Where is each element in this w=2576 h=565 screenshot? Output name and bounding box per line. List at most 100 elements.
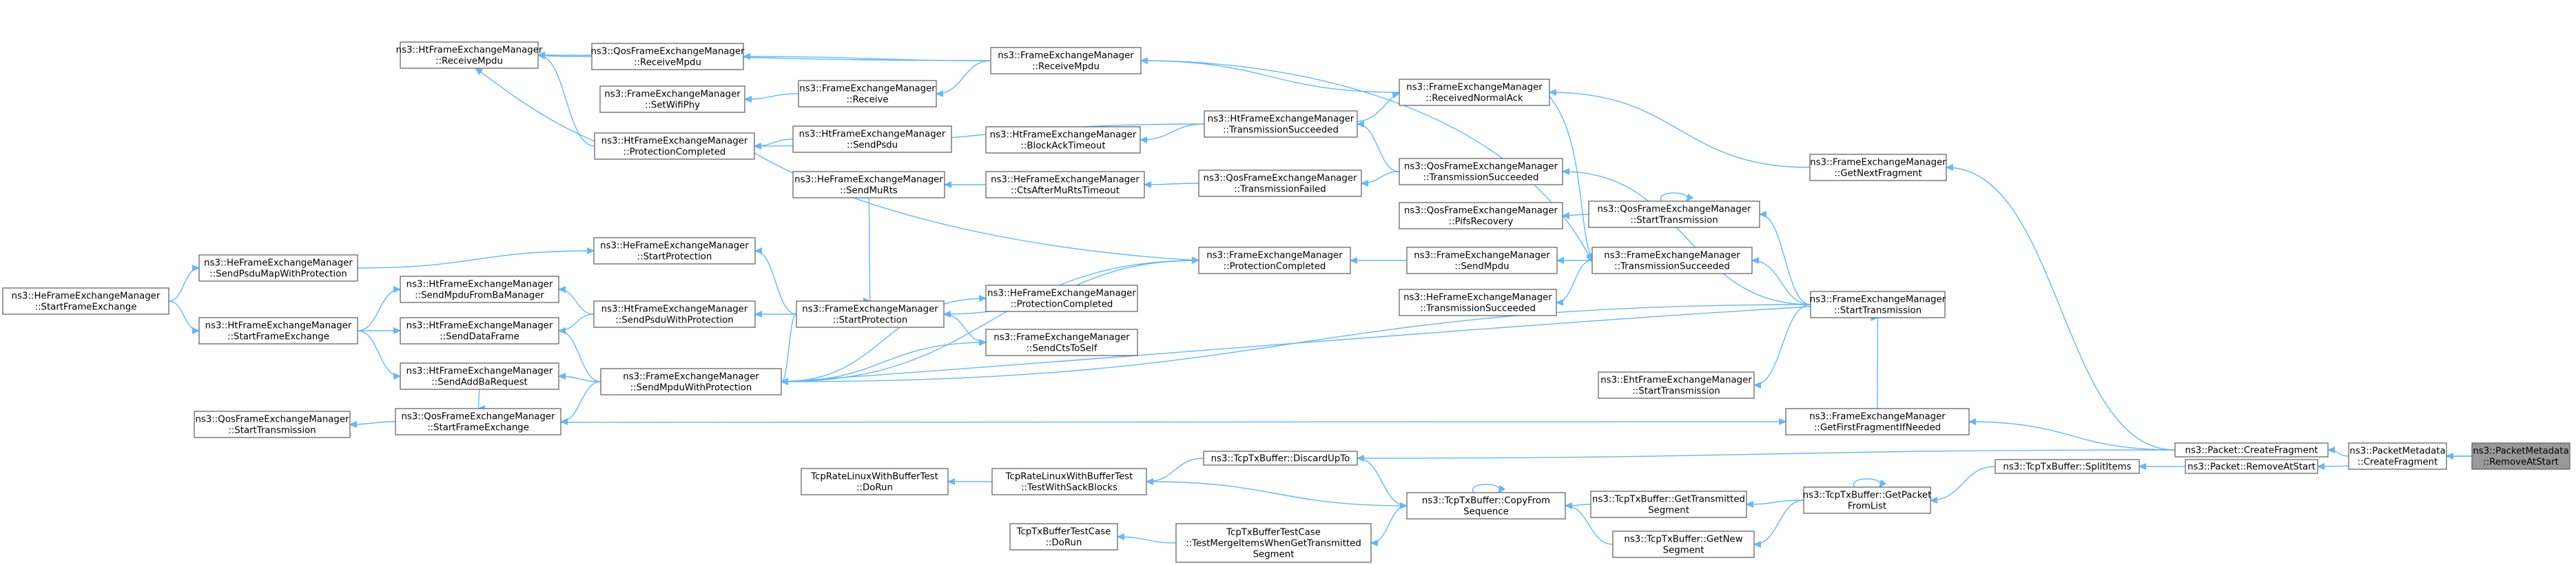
edge-n08-to-n14 xyxy=(1357,458,1407,506)
graph-node-n17[interactable]: ns3::FrameExchangeManager::ReceiveMpdu xyxy=(990,47,1142,74)
graph-node-n19[interactable]: ns3::QosFrameExchangeManager::Transmissi… xyxy=(1399,158,1563,185)
graph-node-n47[interactable]: ns3::HtFrameExchangeManager::SendDataFra… xyxy=(400,317,559,345)
node-box xyxy=(2185,459,2318,474)
node-label-line: ::SendMpduFromBaManager xyxy=(415,291,544,301)
graph-node-n43[interactable]: ns3::FrameExchangeManager::SetWifiPhy xyxy=(599,85,745,113)
graph-node-n40[interactable]: ns3::FrameExchangeManager::StartProtecti… xyxy=(796,300,945,328)
graph-node-n50[interactable]: ns3::HtFrameExchangeManager::StartFrameE… xyxy=(198,317,358,345)
node-box xyxy=(400,362,559,390)
node-label-line: ns3::FrameExchangeManager xyxy=(604,90,741,100)
node-label-line: ns3::HeFrameExchangeManager xyxy=(600,241,749,251)
node-label-line: ::StartTransmission xyxy=(228,426,316,436)
edge-n14-to-n26 xyxy=(1371,505,1408,543)
graph-node-n32[interactable]: ns3::QosFrameExchangeManager::Transmissi… xyxy=(1198,170,1362,197)
node-label-line: ns3::FrameExchangeManager xyxy=(1406,83,1543,93)
edge-n26-to-n52 xyxy=(1117,537,1177,544)
edge-layer xyxy=(168,55,2473,544)
edge-n02-to-n04 xyxy=(2328,450,2349,457)
graph-node-n39[interactable]: ns3::HeFrameExchangeManager::CtsAfterMuR… xyxy=(985,171,1145,198)
node-label-line: ::SendCtsToSelf xyxy=(1027,344,1098,354)
graph-node-n27[interactable]: ns3::HtFrameExchangeManager::ReceiveMpdu xyxy=(396,41,543,69)
node-label-line: ::StartProtection xyxy=(637,252,712,263)
graph-node-n23[interactable]: ns3::EhtFrameExchangeManager::StartTrans… xyxy=(1598,371,1755,399)
edge-n08-to-n13 xyxy=(1146,458,1204,482)
node-box xyxy=(593,300,756,328)
node-label-line: ::TransmissionSucceeded xyxy=(1423,173,1539,183)
node-box xyxy=(1175,523,1372,563)
graph-node-n51[interactable]: ns3::HeFrameExchangeManager::StartFrameE… xyxy=(2,287,169,315)
graph-node-n46[interactable]: ns3::HtFrameExchangeManager::SendMpduFro… xyxy=(400,276,559,303)
node-box xyxy=(1810,291,1946,318)
node-label-line: ::ReceiveMpdu xyxy=(435,56,503,67)
graph-node-n36[interactable]: ns3::HeFrameExchangeManager::Transmissio… xyxy=(1399,289,1557,316)
graph-node-n11[interactable]: ns3::FrameExchangeManager::StartTransmis… xyxy=(1810,291,1946,318)
graph-node-n52[interactable]: TcpTxBufferTestCase::DoRun xyxy=(1009,523,1118,551)
node-label-line: ns3::TcpTxBuffer::CopyFrom xyxy=(1422,496,1550,506)
graph-node-n24[interactable]: ns3::QosFrameExchangeManager::StartTrans… xyxy=(194,411,351,438)
graph-node-n44[interactable]: ns3::HeFrameExchangeManager::StartProtec… xyxy=(593,237,756,265)
node-label-line: ns3::FrameExchangeManager xyxy=(623,372,759,382)
graph-node-n25[interactable]: TcpRateLinuxWithBufferTest::DoRun xyxy=(801,468,949,495)
graph-node-n45[interactable]: ns3::HtFrameExchangeManager::SendPsduWit… xyxy=(593,300,756,328)
graph-node-n31[interactable]: ns3::HtFrameExchangeManager::BlockAckTim… xyxy=(985,126,1141,154)
graph-node-n21[interactable]: ns3::FrameExchangeManager::TransmissionS… xyxy=(1591,247,1753,274)
graph-node-n34[interactable]: ns3::FrameExchangeManager::SendMpdu xyxy=(1406,247,1558,274)
graph-node-n29[interactable]: ns3::FrameExchangeManager::Receive xyxy=(798,80,937,107)
node-label-line: ::StartTransmission xyxy=(1632,387,1720,397)
edge-n21-to-n36 xyxy=(1556,260,1593,302)
graph-node-n05[interactable]: ns3::TcpTxBuffer::SplitItems xyxy=(1995,459,2140,474)
node-label-line: ns3::FrameExchangeManager xyxy=(998,51,1134,61)
graph-node-n22[interactable]: ns3::FrameExchangeManager::SendMpduWithP… xyxy=(600,368,782,395)
graph-node-n06[interactable]: ns3::FrameExchangeManager::GetNextFragme… xyxy=(1809,154,1947,181)
node-label-line: ::StartProtection xyxy=(833,316,908,326)
node-box xyxy=(1406,492,1566,520)
graph-node-n30[interactable]: ns3::HtFrameExchangeManager::ProtectionC… xyxy=(594,132,755,160)
node-box xyxy=(1588,201,1760,228)
edge-n18-to-n31 xyxy=(1140,123,1205,140)
node-label-line: ::BlockAckTimeout xyxy=(1020,141,1105,152)
graph-node-n07[interactable]: ns3::FrameExchangeManager::GetFirstFragm… xyxy=(1785,408,1970,435)
node-layer: ns3::PacketMetadata::RemoveAtStartns3::P… xyxy=(2,41,2570,563)
graph-node-n49[interactable]: ns3::HeFrameExchangeManager::SendPsduMap… xyxy=(198,254,358,282)
graph-node-n02[interactable]: ns3::PacketMetadata::CreateFragment xyxy=(2348,442,2447,470)
node-label-line: ::StartTransmission xyxy=(1630,216,1718,226)
node-label-line: ns3::HtFrameExchangeManager xyxy=(406,280,553,290)
graph-node-n48[interactable]: ns3::HtFrameExchangeManager::SendAddBaRe… xyxy=(400,362,559,390)
edge-n19-to-n18 xyxy=(1357,124,1400,172)
graph-node-n42[interactable]: ns3::HeFrameExchangeManager::SendMuRts xyxy=(792,171,945,198)
node-box xyxy=(198,317,358,345)
edge-n20-to-n33 xyxy=(1563,214,1589,216)
node-label-line: ns3::HeFrameExchangeManager xyxy=(991,175,1140,185)
graph-node-n04[interactable]: ns3::Packet::CreateFragment xyxy=(2174,442,2329,458)
graph-node-n12[interactable]: ns3::QosFrameExchangeManager::StartFrame… xyxy=(395,408,561,435)
graph-node-n08[interactable]: ns3::TcpTxBuffer::DiscardUpTo xyxy=(1203,451,1358,466)
graph-node-n33[interactable]: ns3::QosFrameExchangeManager::PifsRecove… xyxy=(1399,202,1563,229)
graph-node-n10[interactable]: ns3::FrameExchangeManager::ReceivedNorma… xyxy=(1399,79,1550,106)
node-label-line: ns3::HeFrameExchangeManager xyxy=(12,291,161,302)
graph-node-n20[interactable]: ns3::QosFrameExchangeManager::StartTrans… xyxy=(1588,201,1760,228)
graph-node-n28[interactable]: ns3::QosFrameExchangeManager::ReceiveMpd… xyxy=(591,43,745,70)
node-label-line: ns3::HtFrameExchangeManager xyxy=(205,321,352,331)
graph-node-n03[interactable]: ns3::Packet::RemoveAtStart xyxy=(2185,459,2318,474)
node-label-line: ns3::HtFrameExchangeManager xyxy=(990,130,1137,141)
graph-node-n01[interactable]: ns3::PacketMetadata::RemoveAtStart xyxy=(2471,442,2570,470)
graph-node-n37[interactable]: ns3::FrameExchangeManager::SendCtsToSelf xyxy=(985,329,1138,356)
edge-n22-to-n37 xyxy=(781,342,986,382)
node-label-line: ns3::Packet::RemoveAtStart xyxy=(2187,462,2316,473)
node-label-line: ns3::FrameExchangeManager xyxy=(1604,251,1740,261)
edge-n32-to-n39 xyxy=(1144,183,1199,185)
graph-node-n35[interactable]: ns3::FrameExchangeManager::ProtectionCom… xyxy=(1198,247,1351,274)
graph-node-n38[interactable]: ns3::HeFrameExchangeManager::ProtectionC… xyxy=(985,285,1138,312)
graph-node-n26[interactable]: TcpTxBufferTestCase::TestMergeItemsWhenG… xyxy=(1175,523,1372,563)
edge-n40-to-n22 xyxy=(781,314,797,382)
node-box xyxy=(985,171,1145,198)
graph-node-n13[interactable]: TcpRateLinuxWithBufferTest::TestWithSack… xyxy=(991,468,1147,495)
graph-node-n18[interactable]: ns3::HtFrameExchangeManager::Transmissio… xyxy=(1204,110,1358,138)
graph-node-n41[interactable]: ns3::HtFrameExchangeManager::SendPsdu xyxy=(792,125,952,153)
node-box xyxy=(594,132,755,160)
